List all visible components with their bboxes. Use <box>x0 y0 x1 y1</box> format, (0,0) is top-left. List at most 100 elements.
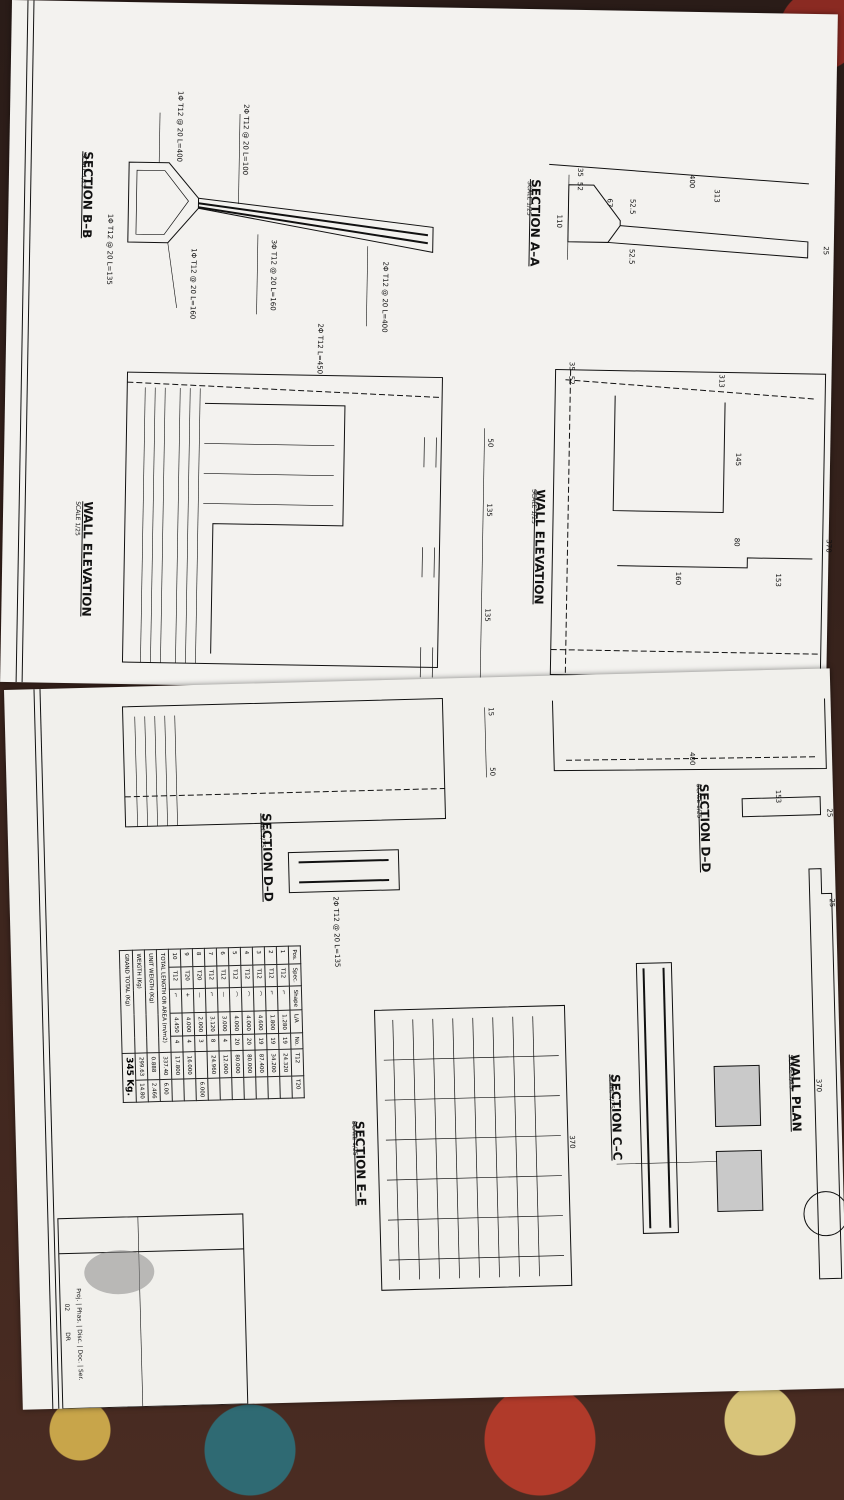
bar-shape-icon: — <box>193 988 207 1014</box>
schedule-header: No. <box>290 1033 304 1050</box>
bar-callout: 2Φ T12 @ 20 L=100 <box>240 104 251 176</box>
bar-callout: 1Φ T12 @ 20 L=400 <box>175 90 185 163</box>
bar-callout: 2Φ T12 @ 20 L=400 <box>380 261 390 333</box>
cell: 8 <box>192 948 205 967</box>
bar-callout: 2Φ T12 L=450 <box>315 323 325 375</box>
dimension: 370 <box>567 1135 577 1149</box>
cell: 80.000 <box>231 1050 244 1078</box>
bar-shape-icon: ⌒ <box>229 987 243 1013</box>
section-cc-scale: SCALE 1/25 <box>607 1074 616 1109</box>
dimension: 50 <box>488 767 497 777</box>
cell: 1.800 <box>265 1010 279 1034</box>
title-block-value: DR <box>63 1332 72 1342</box>
section-ee-scale: SCALE 1/25 <box>350 1120 359 1156</box>
cell <box>183 1078 197 1102</box>
cell: 10 <box>168 948 181 968</box>
sheet-top-linework <box>15 0 827 683</box>
cell: 2.000 <box>194 1012 207 1036</box>
cell: 299.63 <box>135 1053 148 1080</box>
schedule-header: Shape <box>289 986 302 1011</box>
wall-elevation-left-scale: SCALE 1/25 <box>73 501 82 536</box>
bar-callout: 1Φ T12 @ 20 L=160 <box>188 248 198 320</box>
bar-shape-icon: + <box>181 988 195 1014</box>
cell: T20 <box>192 966 206 989</box>
title-block-value: 02 <box>63 1303 71 1312</box>
title-block-col: Proj. <box>74 1288 83 1302</box>
signature-smudge <box>84 1250 155 1295</box>
cell: 8 <box>206 1035 220 1052</box>
cell: 4 <box>170 1036 184 1053</box>
cell: 4.450 <box>170 1013 183 1037</box>
dimension: 15 <box>486 707 495 717</box>
section-aa-dim: 35 <box>576 167 585 177</box>
cell: 24.960 <box>207 1051 220 1078</box>
section-aa-dim: 52.5 <box>627 248 636 265</box>
schedule-header: T20 <box>291 1075 305 1099</box>
dimension: 25 <box>827 898 836 908</box>
dimension: 370 <box>824 539 833 553</box>
bar-callout: 3Φ T12 @ 20 L=160 <box>268 239 278 311</box>
dimension: 35 <box>567 361 576 371</box>
cell: 337.40 <box>159 1052 172 1080</box>
title-block-col: Phas. <box>75 1307 83 1324</box>
title-block-col: Ser. <box>76 1368 85 1381</box>
title-block-values: 02 DR <box>63 1303 71 1341</box>
bar-shape-icon: ⌐ <box>277 986 290 1011</box>
wall-plan-scale: SCALE 1/25 <box>786 1054 795 1090</box>
bar-shape-icon: — <box>217 987 231 1013</box>
cell: 4 <box>218 1034 232 1052</box>
cell: 19 <box>254 1033 268 1051</box>
cell: T12 <box>216 965 230 989</box>
cell: 87.400 <box>255 1050 268 1077</box>
cell: 4.000 <box>242 1011 255 1035</box>
section-aa-scale: SCALE 1/25 <box>525 180 533 216</box>
dimension: 160 <box>673 571 683 586</box>
dimension: 153 <box>773 573 783 587</box>
cell: 6.000 <box>195 1077 209 1101</box>
cell: 2 <box>264 946 277 965</box>
drawing-sheet-top: SECTION A–A SCALE 1/25 35 52 67 400 313 … <box>0 0 838 697</box>
cell: 9 <box>180 948 193 968</box>
cell <box>195 1051 208 1079</box>
section-aa-dim: 52.5 <box>628 198 637 215</box>
section-aa-dim: 52 <box>575 181 584 191</box>
cell: 3 <box>252 946 265 966</box>
cell: 16.000 <box>183 1051 196 1079</box>
cell <box>267 1076 281 1100</box>
dimension: 80 <box>732 537 741 547</box>
cell <box>231 1076 245 1101</box>
dimension: 145 <box>733 452 743 467</box>
wall-elevation-right-scale: SCALE 1/25 <box>529 489 538 524</box>
section-aa-dim: 110 <box>555 214 564 229</box>
cell: 5 <box>228 947 241 966</box>
bar-shape-icon: ⌐ <box>205 988 219 1013</box>
cell: 19 <box>278 1033 292 1050</box>
bar-shape-icon: ⌐ <box>265 986 278 1012</box>
bar-callout: 1Φ T12 @ 20 L=135 <box>105 213 115 285</box>
cell: 0.888 <box>147 1052 160 1080</box>
section-aa-dim: 67 <box>605 198 614 208</box>
cell: 1 <box>276 946 289 965</box>
cell: 4.000 <box>182 1013 195 1037</box>
cell: T12 <box>240 965 254 988</box>
cell: 2.466 <box>147 1079 161 1103</box>
cell: T12 <box>204 966 218 989</box>
cell: T12 <box>252 964 266 988</box>
cell <box>279 1075 293 1099</box>
dimension: 50 <box>486 438 495 448</box>
cell: 12.000 <box>219 1051 232 1078</box>
cell: 14.80 <box>135 1079 149 1103</box>
schedule-header: L/A <box>289 1010 303 1034</box>
cell: 20 <box>242 1034 256 1051</box>
cell: 24.320 <box>279 1049 292 1077</box>
section-aa-dim: 400 <box>687 174 697 189</box>
sheet-bottom-linework <box>33 689 844 1410</box>
cell: T12 <box>264 964 278 988</box>
footer-label: GRAND TOTAL (Kg) <box>119 950 136 1054</box>
title-block-col: Doc. <box>76 1349 84 1364</box>
cell: 80.000 <box>243 1050 256 1077</box>
